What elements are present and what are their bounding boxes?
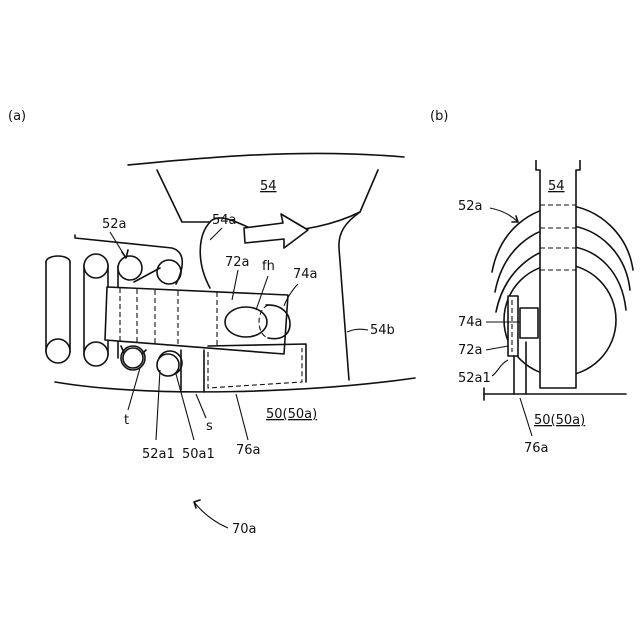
label-50a1: 50a1 — [182, 447, 215, 462]
label-52a1-a: 52a1 — [142, 447, 175, 462]
label-72a-a: 72a — [225, 255, 250, 270]
leader-54a — [210, 228, 222, 240]
coil — [46, 339, 70, 363]
leader-52a1 — [156, 370, 160, 440]
wall-54b — [339, 212, 360, 380]
direction-arrow — [244, 214, 308, 248]
recess-54a — [200, 222, 210, 288]
leader-50a1 — [176, 374, 194, 440]
slider-54-b — [536, 160, 580, 388]
panel-a: (a) — [8, 109, 415, 537]
label-52a-b: 52a — [458, 199, 483, 214]
leader-76a — [236, 394, 248, 440]
label-52a-a: 52a — [102, 217, 127, 232]
coil — [118, 256, 142, 280]
leader-52a-head — [122, 250, 128, 258]
slider-54-outline — [128, 153, 404, 165]
gap-s — [181, 350, 204, 392]
label-52a1-b: 52a1 — [458, 371, 491, 386]
lever-72a-b — [508, 296, 518, 356]
panel-b-caption: (b) — [430, 109, 448, 124]
leader-t — [128, 368, 140, 410]
label-s: s — [206, 419, 213, 434]
label-50-a: 50(50a) — [266, 407, 317, 422]
label-72a-b: 72a — [458, 343, 483, 358]
spring-arc — [46, 256, 70, 262]
leader-76a-b — [520, 398, 532, 436]
hole-fh — [225, 307, 267, 337]
stopper-76a-hidden — [208, 348, 302, 388]
coil — [84, 254, 108, 278]
label-70a: 70a — [232, 522, 257, 537]
label-74a-a: 74a — [293, 267, 318, 282]
label-54-b: 54 — [548, 179, 565, 194]
arrow-70a — [194, 502, 228, 528]
pin-74a-b — [520, 308, 538, 338]
label-54b: 54b — [370, 323, 395, 338]
label-74a-b: 74a — [458, 315, 483, 330]
label-54a: 54a — [212, 213, 237, 228]
base-50-a — [55, 378, 415, 392]
arrow-70a-head — [194, 500, 200, 508]
label-50-b: 50(50a) — [534, 413, 585, 428]
label-54-a: 54 — [260, 179, 277, 194]
coil-lower — [123, 348, 143, 368]
leader-52a-b — [490, 208, 518, 222]
label-76a-a: 76a — [236, 443, 261, 458]
leader-54b — [347, 329, 368, 332]
panel-a-caption: (a) — [8, 109, 26, 124]
label-fh: fh — [262, 259, 275, 274]
coil — [84, 342, 108, 366]
panel-b: (b) 54 52a 74a 72a 52a1 50(50a) — [430, 109, 633, 456]
label-t: t — [124, 413, 129, 428]
leader-52a1-b — [492, 360, 508, 376]
label-76a-b: 76a — [524, 441, 549, 456]
leader-s — [196, 394, 206, 418]
leader-72a-b — [486, 346, 508, 350]
